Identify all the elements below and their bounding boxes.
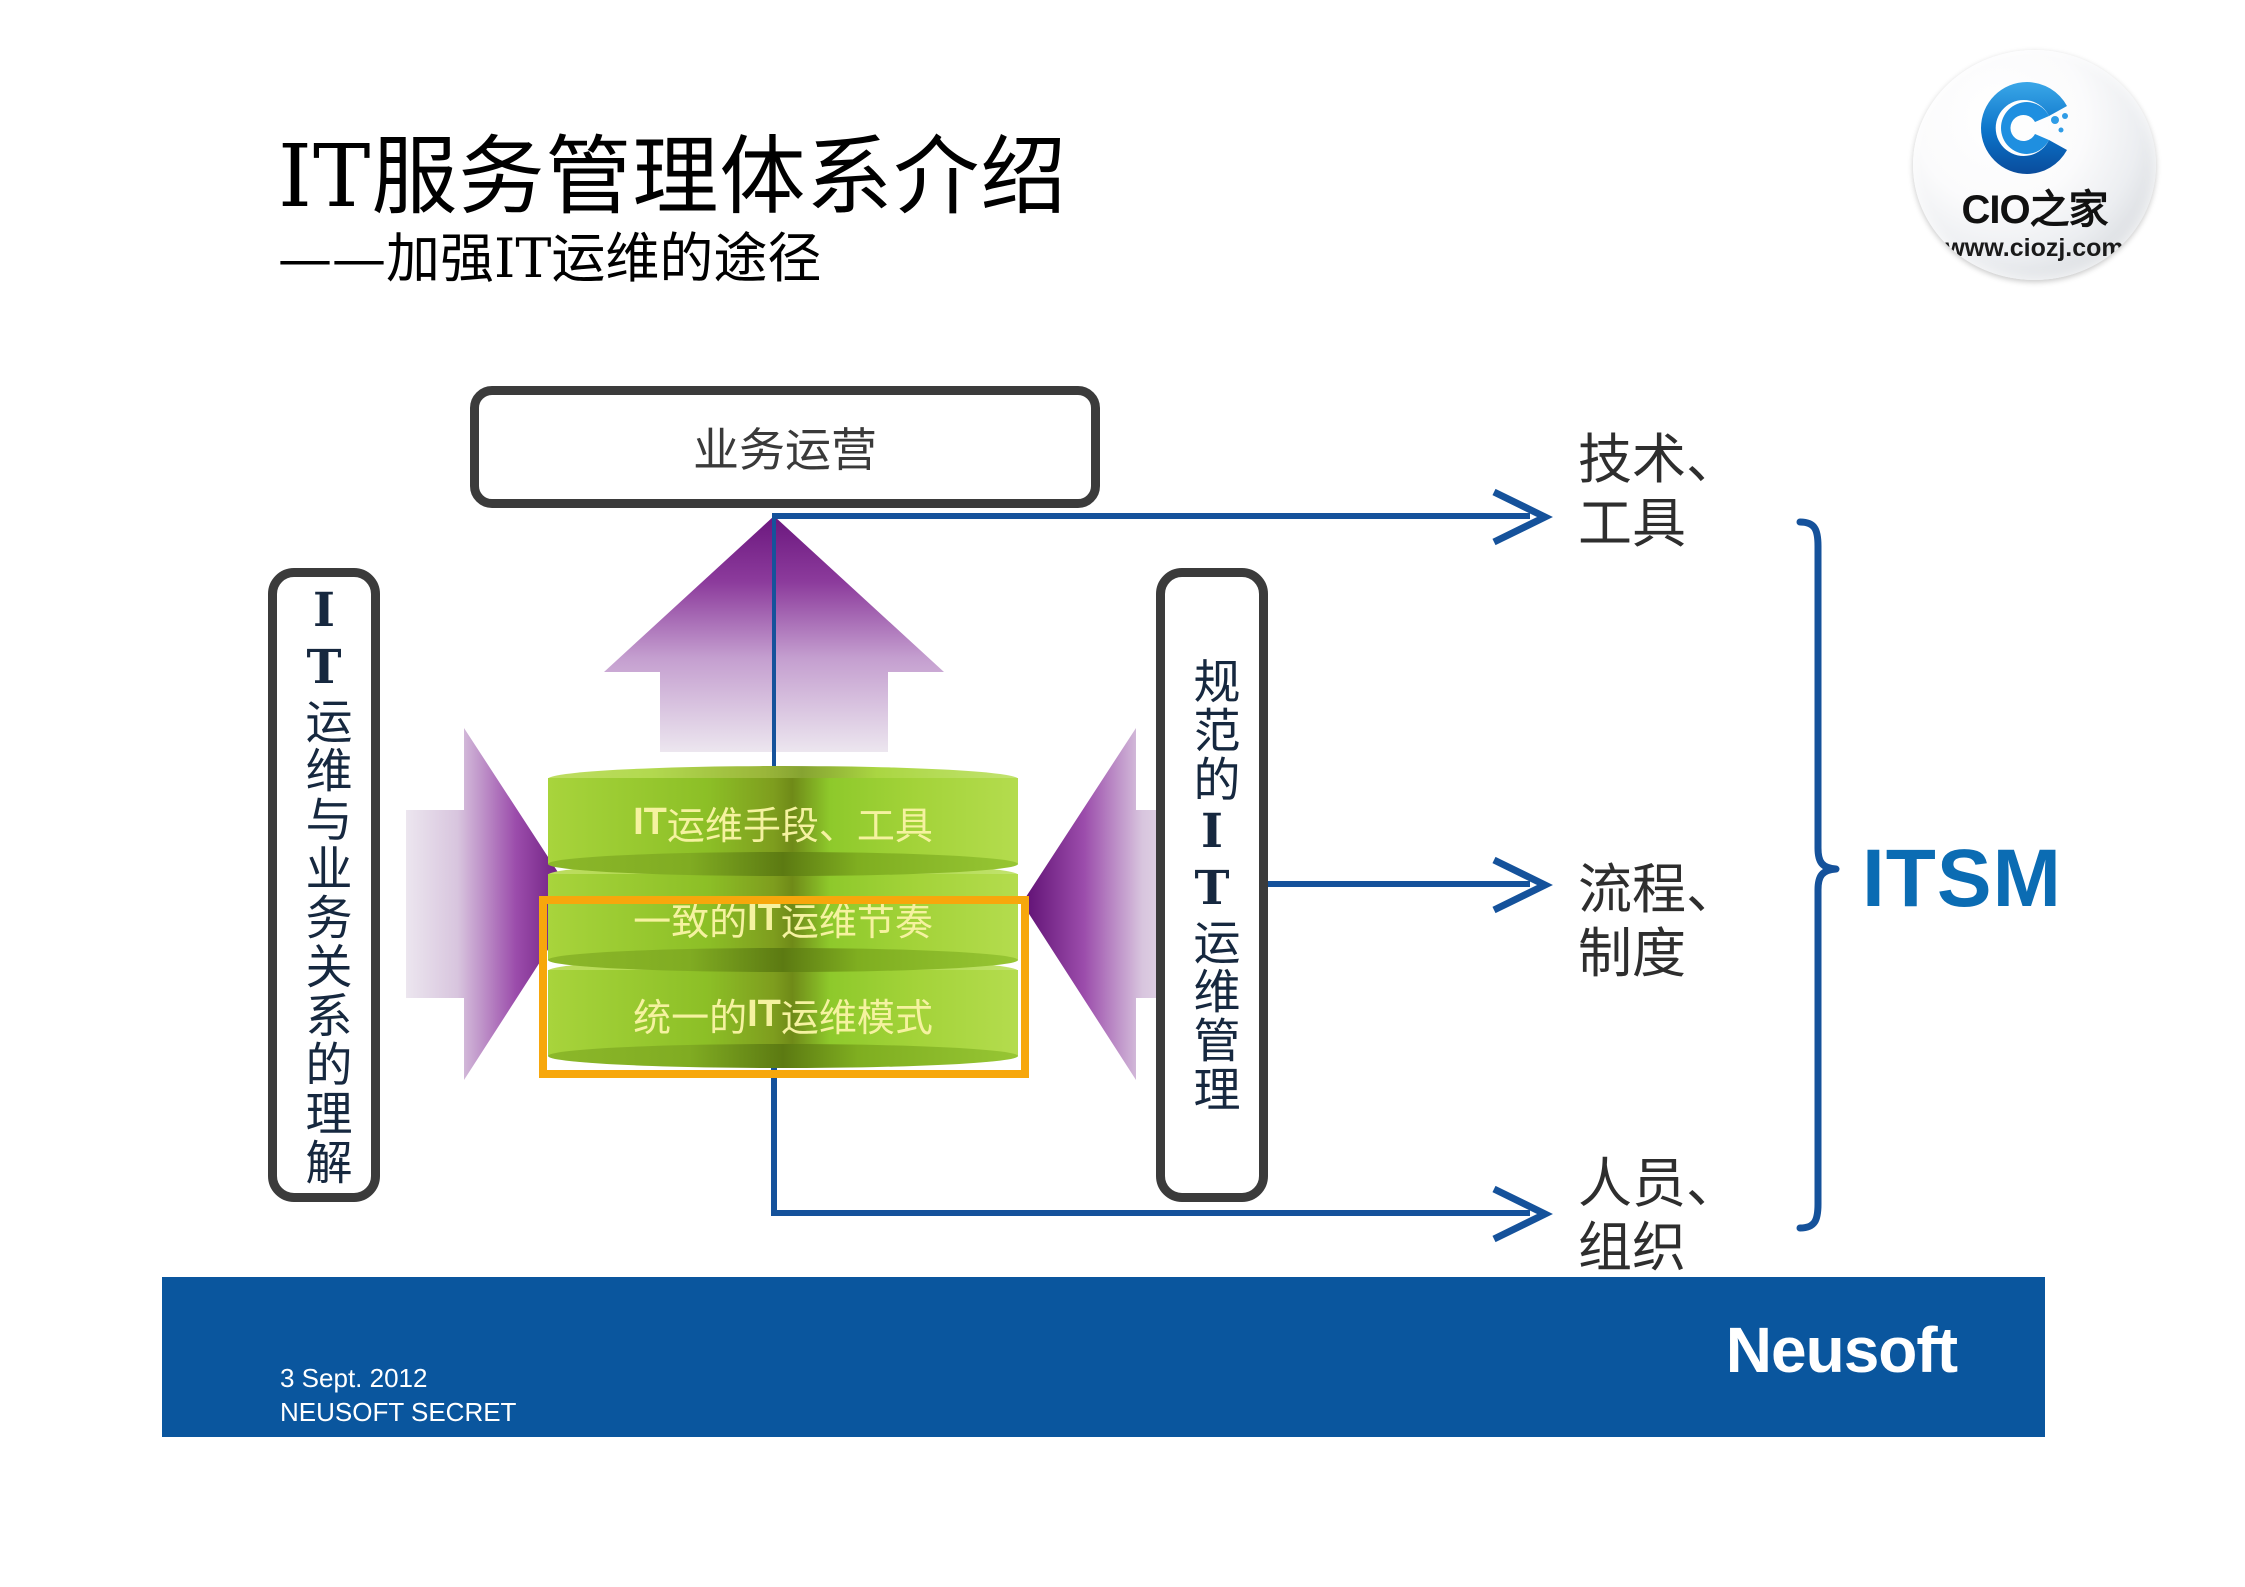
label-people-line1: 人员、 (1578, 1152, 1740, 1215)
arrow-right-icon (1022, 728, 1194, 1080)
cyl3-post: 运维模式 (780, 995, 933, 1040)
business-operation-label: 业务运营 (693, 423, 877, 477)
label-process-policy: 流程、 制度 (1578, 858, 1740, 985)
title-block: IT服务管理体系介绍 ——加强IT运维的途径 (278, 132, 1678, 290)
cylinder-body (548, 874, 1018, 960)
right-label-bold: IT (1184, 803, 1240, 918)
arrow-left-icon (406, 728, 578, 1080)
arrow-up-icon (604, 516, 944, 752)
label-technology-tools: 技术、 工具 (1578, 428, 1740, 555)
label-technology-line1: 技术、 (1578, 428, 1740, 491)
label-people-line2: 组织 (1578, 1215, 1686, 1279)
cyl1-text: 运维手段、工具 (666, 803, 933, 848)
cio-logo-url: www.ciozj.com (1945, 234, 2124, 262)
itsm-label: ITSM (1862, 833, 2062, 924)
cylinder-body (548, 778, 1018, 864)
label-process-line1: 流程、 (1578, 858, 1740, 921)
label-process-line2: 制度 (1578, 921, 1686, 985)
cylinder-bottom-ellipse (548, 852, 1018, 876)
right-vertical-box[interactable]: 规范的IT运维管理 (1156, 568, 1268, 1202)
left-label-bold: IT (296, 583, 352, 697)
business-operation-box[interactable]: 业务运营 (470, 386, 1100, 508)
cio-c-mark-icon (1981, 82, 2068, 174)
right-vertical-label: 规范的IT运维管理 (1178, 657, 1247, 1114)
cyl1-bold: IT (633, 800, 667, 843)
orange-highlight-box (539, 896, 1029, 1078)
page-subtitle: ——加强IT运维的途径 (278, 227, 822, 291)
page-title: IT服务管理体系介绍 (278, 127, 1068, 227)
cylinder-bottom-ellipse (548, 948, 1018, 972)
cyl3-pre: 统一的 (633, 995, 748, 1040)
footer-bar: 3 Sept. 2012 NEUSOFT SECRET Neusoft (162, 1277, 2045, 1437)
cylinder-bottom-ellipse (548, 1044, 1018, 1068)
left-vertical-box[interactable]: IT运维与业务关系的理解 (268, 568, 380, 1202)
cyl2-pre: 一致的 (633, 899, 748, 944)
cio-logo-name: CIO之家 (1961, 188, 2108, 232)
cylinder-body (548, 970, 1018, 1056)
left-label-rest: 运维与业务关系的理解 (296, 697, 352, 1187)
label-people-organization: 人员、 组织 (1578, 1152, 1740, 1279)
left-vertical-label: IT运维与业务关系的理解 (290, 583, 359, 1187)
footer-classification: NEUSOFT SECRET (280, 1397, 517, 1428)
cyl2-post: 运维节奏 (780, 899, 933, 944)
neusoft-logo: Neusoft (1725, 1314, 1958, 1386)
right-label-post: 运维管理 (1184, 917, 1240, 1114)
cio-logo: CIO之家 www.ciozj.com (1913, 50, 2156, 280)
footer-date: 3 Sept. 2012 (280, 1363, 428, 1393)
label-technology-line2: 工具 (1578, 491, 1686, 555)
right-label-pre: 规范的 (1184, 656, 1240, 804)
footer-meta: 3 Sept. 2012 NEUSOFT SECRET (280, 1361, 516, 1430)
